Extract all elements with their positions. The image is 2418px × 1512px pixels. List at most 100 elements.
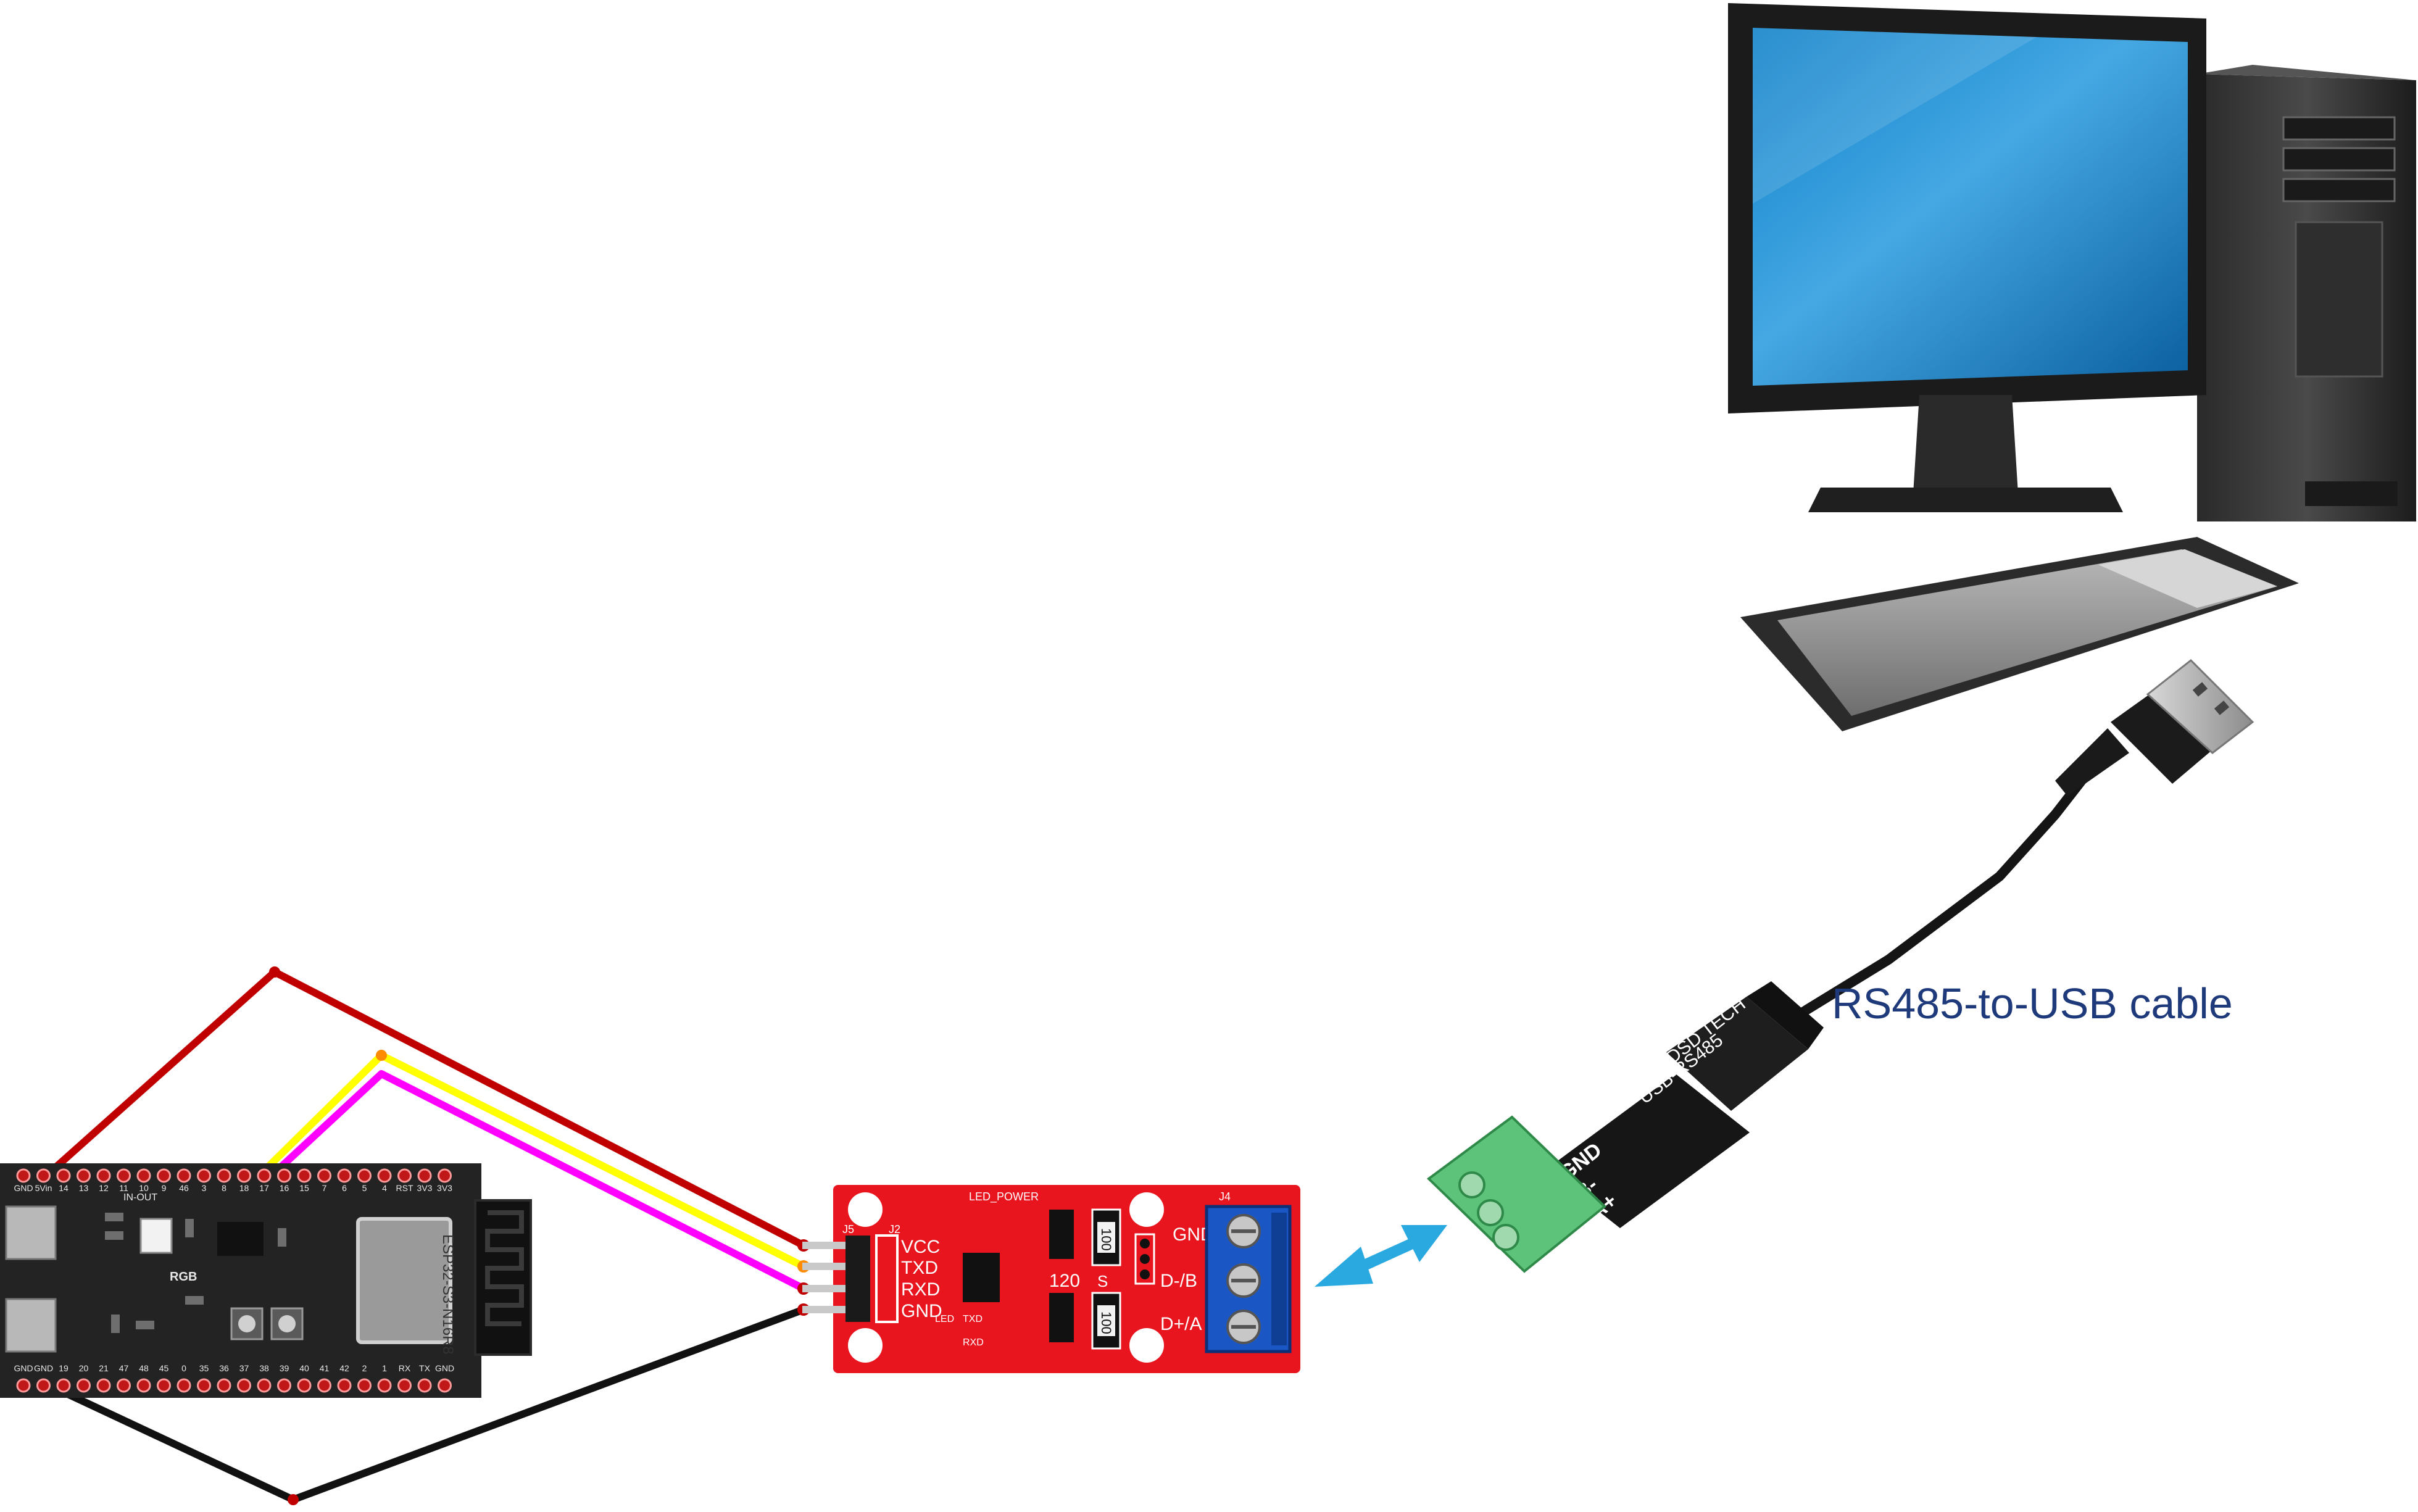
computer-tower [2197,65,2416,521]
esp32-top-pin [177,1168,191,1183]
esp32-bottom-pin [277,1378,291,1393]
esp32-top-pin-label: 12 [99,1183,109,1193]
esp32-bottom-pin [317,1378,331,1393]
terminal-screw-2 [1477,1199,1504,1226]
esp32-top-pin-label: 10 [139,1183,149,1193]
esp32-top-pin-label: 4 [382,1183,387,1193]
esp32-bottom-pin [377,1378,392,1393]
esp32-top-pin-label: 14 [59,1183,69,1193]
usb-cable [1788,658,2254,1023]
esp32-bottom-pin [417,1378,432,1393]
esp32-top-pin [277,1168,291,1183]
rs485-j4-label: J4 [1219,1190,1231,1203]
esp32-bottom-pin-label: 48 [139,1363,149,1373]
rs485-resistor-s: S [1097,1272,1108,1290]
computer [1728,3,2416,731]
esp32-bottom-pin [357,1378,372,1393]
esp32-bottom-pin-label: 40 [299,1363,309,1373]
silk-in-out: IN-OUT [123,1192,157,1203]
esp32-module-shield [356,1217,452,1344]
rs485-pin-txd: TXD [901,1258,938,1278]
esp32-top-pin [217,1168,231,1183]
esp32-bottom-pin-label: TX [419,1363,431,1373]
esp32-bottom-pin-label: 38 [259,1363,269,1373]
usb-a-plug [2111,658,2254,784]
esp32-bottom-pin-label: 21 [99,1363,109,1373]
esp32-top-pin-label: 46 [179,1183,189,1193]
wires [44,966,810,1505]
esp32-top-pin [197,1168,211,1183]
rs485-led-power-label: LED_POWER [969,1190,1039,1203]
esp32-bottom-pin-label: 2 [362,1363,367,1373]
esp32-bottom-pin [197,1378,211,1393]
esp32-top-pin [56,1168,71,1183]
esp32-bottom-pin [397,1378,412,1393]
rs485-j2-label: J2 [889,1223,900,1236]
esp32-bottom-pin [337,1378,352,1393]
esp32-top-pin-label: 17 [259,1183,269,1193]
esp32-bottom-pin [177,1378,191,1393]
adapter-green-terminal [1426,1115,1607,1273]
silk-rgb: RGB [170,1270,197,1284]
rs485-terminal-b: D-/B [1160,1271,1197,1291]
esp32-top-pin [257,1168,272,1183]
esp32-top-pin [357,1168,372,1183]
esp32-top-pin-label: 8 [222,1183,226,1193]
esp32-bottom-pin-label: GND [34,1363,53,1373]
computer-monitor [1728,3,2206,512]
esp32-bottom-pin [136,1378,151,1393]
esp32-top-pin [297,1168,312,1183]
esp32-bottom-pin-label: 20 [79,1363,89,1373]
esp32-bottom-pin [157,1378,171,1393]
esp32-bottom-pin-label: GND [435,1363,454,1373]
esp32-top-pin-label: 15 [299,1183,309,1193]
esp32-top-pin [117,1168,131,1183]
terminal-screw-1 [1458,1171,1485,1198]
esp32-top-pin [136,1168,151,1183]
rs485-r-value-bottom: 100 [1099,1311,1114,1334]
rs485-r-value-top: 100 [1099,1228,1114,1251]
esp32-bottom-pin-label: 39 [280,1363,289,1373]
esp32-top-pin-label: 9 [162,1183,167,1193]
esp32-top-pin-label: 5 [362,1183,367,1193]
esp32-top-pin-label: 16 [280,1183,289,1193]
esp32-bottom-pin-label: 41 [320,1363,330,1373]
rs485-transceiver-chip [963,1253,1000,1302]
esp32-bottom-pin-label: 42 [339,1363,349,1373]
esp32-bottom-pin [77,1378,91,1393]
rs485-led-label: LED [935,1314,954,1324]
rs485-module: J5 J2 VCC TXD RXD GND LED_POWER 100 100 … [802,1185,1300,1373]
esp32-top-pin-label: GND [14,1183,33,1193]
esp32-top-pin-label: 3V3 [417,1183,433,1193]
esp32-bottom-pin [257,1378,272,1393]
esp32-module-label: ESP32-S3-N16R8 [439,1234,456,1355]
esp32-bottom-pin-label: 35 [199,1363,209,1373]
esp32-top-pin [397,1168,412,1183]
esp32-top-pin [237,1168,251,1183]
esp32-top-pin [417,1168,432,1183]
esp32-bottom-pin-label: RX [399,1363,411,1373]
esp32-top-pin [337,1168,352,1183]
esp32-bottom-pin [237,1378,251,1393]
esp32-top-pin-label: 6 [342,1183,347,1193]
esp32-bottom-pin-label: 0 [181,1363,186,1373]
rs485-j5-label: J5 [842,1223,854,1236]
bidirectional-arrow-icon [1315,1225,1447,1287]
esp32-top-pin [438,1168,452,1183]
rs485-usb-cable-caption: RS485-to-USB cable [1832,979,2233,1028]
rs485-resistor-120: 120 [1049,1271,1080,1291]
esp32-top-pin [157,1168,171,1183]
esp32-top-pin-label: 3 [202,1183,207,1193]
rs485-pin-vcc: VCC [901,1237,940,1257]
esp32-top-pin-label: 18 [239,1183,249,1193]
esp32-bottom-pin [96,1378,111,1393]
rs485-led-rxd-label: RXD [963,1337,984,1348]
esp32-bottom-pin [36,1378,51,1393]
esp32-bottom-pin [297,1378,312,1393]
rs485-blue-terminal [1205,1205,1292,1353]
rs485-terminal-a: D+/A [1160,1314,1202,1334]
esp32-bottom-pin-label: 37 [239,1363,249,1373]
esp32-bottom-pin [438,1378,452,1393]
